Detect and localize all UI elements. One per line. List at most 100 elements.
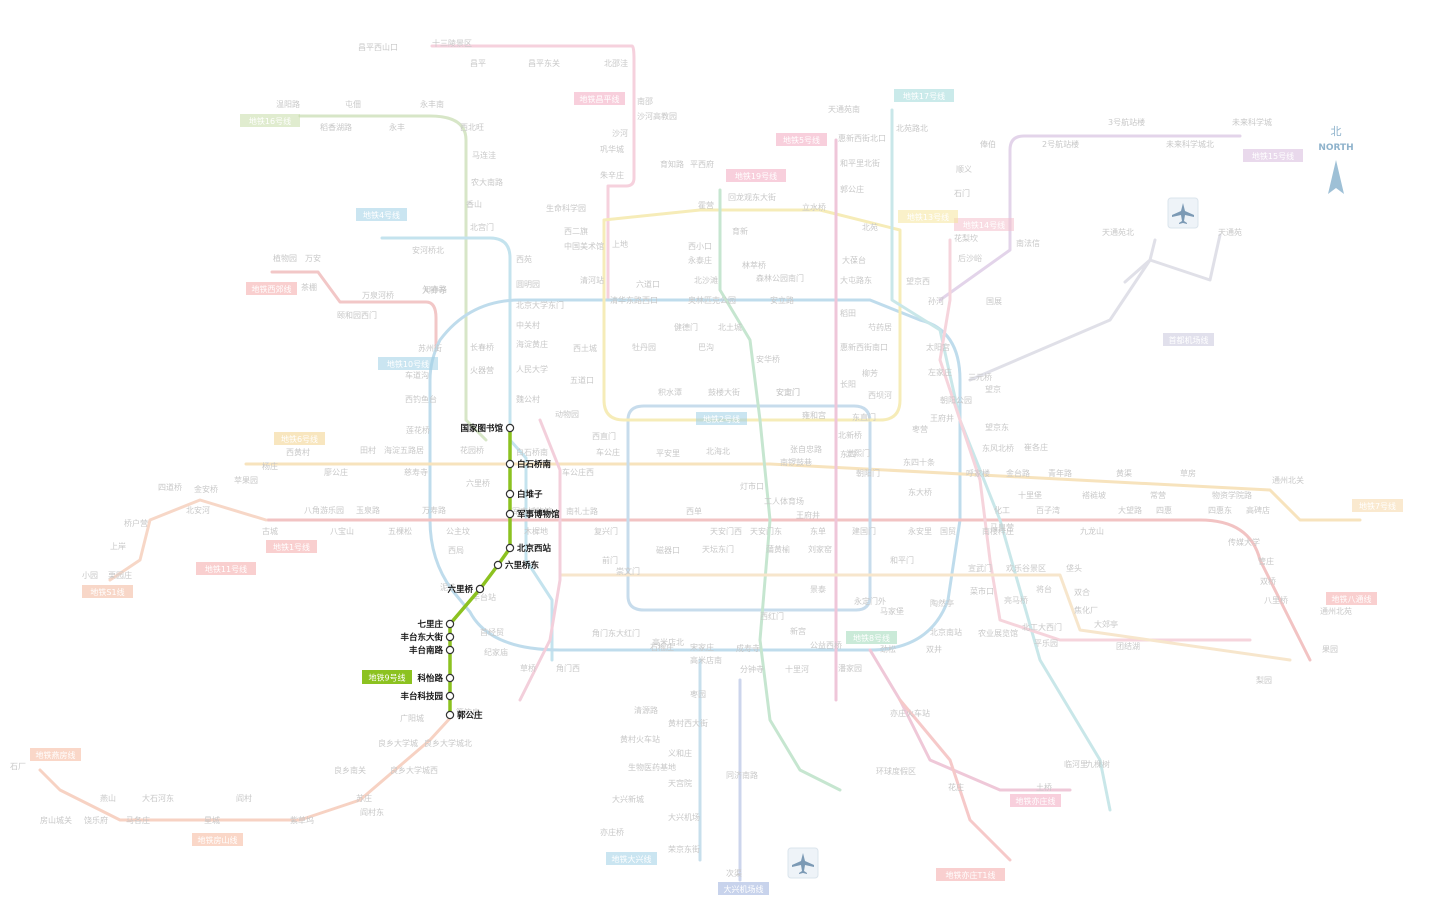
station-label[interactable]: 未来科学城 (1232, 117, 1272, 127)
station-label[interactable]: 常营 (1150, 490, 1166, 500)
station-label[interactable]: 海淀黄庄 (516, 339, 548, 349)
station-label[interactable]: 桥户营 (124, 518, 148, 528)
station-label[interactable]: 土桥 (1036, 782, 1052, 792)
station-label[interactable]: 望京西 (906, 276, 930, 286)
station-marker[interactable] (445, 632, 455, 642)
station-label[interactable]: 北沙滩 (694, 275, 718, 285)
station-label[interactable]: 大钟寺 (422, 285, 446, 295)
station-label[interactable]: 阎村东 (360, 807, 384, 817)
station-label[interactable]: 东四 (840, 449, 856, 459)
station-label[interactable]: 马泉营 (990, 522, 1014, 532)
station-label[interactable]: 草桥 (520, 663, 536, 673)
station-label[interactable]: 白石桥南 (516, 447, 548, 457)
station-label[interactable]: 海淀五路居 (384, 445, 424, 455)
station-label[interactable]: 角门东 (592, 628, 616, 638)
station-label[interactable]: 建国门 (852, 526, 876, 536)
station-label[interactable]: 未来科学城北 (1166, 139, 1214, 149)
station-label[interactable]: 南楼梓庄 (982, 526, 1014, 536)
station-label[interactable]: 十里堡 (1018, 490, 1042, 500)
station-label[interactable]: 新宫 (790, 626, 806, 636)
station-label[interactable]: 天通苑 (1218, 227, 1242, 237)
station-label[interactable]: 高碑店 (1246, 505, 1270, 515)
station-label[interactable]: 草房 (1180, 468, 1196, 478)
station-label[interactable]: 大红门 (616, 628, 640, 638)
station-label[interactable]: 花园桥 (460, 445, 484, 455)
station-label[interactable]: 四惠东 (1208, 505, 1232, 515)
station-label[interactable]: 磁器口 (656, 545, 680, 555)
station-label[interactable]: 积水潭 (658, 387, 682, 397)
station-label[interactable]: 花梨坎 (954, 233, 978, 243)
station-label[interactable]: 和平门 (890, 555, 914, 565)
station-label[interactable]: 育知路 (660, 159, 684, 169)
station-label[interactable]: 大石河东 (142, 793, 174, 803)
station-label[interactable]: 八里桥 (1264, 595, 1288, 605)
station-label[interactable]: 复兴门 (594, 526, 618, 536)
station-label[interactable]: 上地 (612, 239, 628, 249)
station-label[interactable]: 北京西站 (517, 543, 552, 554)
station-label[interactable]: 后沙峪 (958, 253, 982, 263)
station-marker[interactable] (505, 489, 515, 499)
station-label[interactable]: 清河站 (580, 275, 604, 285)
station-label[interactable]: 芍药居 (868, 322, 892, 332)
station-marker[interactable] (445, 645, 455, 655)
station-label[interactable]: 木樨地 (524, 526, 548, 536)
station-label[interactable]: 西局 (448, 546, 464, 555)
station-label[interactable]: 安立路 (770, 295, 794, 305)
station-label[interactable]: 亮马桥 (1004, 595, 1028, 605)
station-label[interactable]: 南锣鼓巷 (780, 457, 812, 467)
station-label[interactable]: 北土城 (718, 322, 742, 332)
station-label[interactable]: 巩华城 (600, 144, 624, 154)
station-label[interactable]: 丰台南路 (409, 645, 444, 656)
station-label[interactable]: 八角游乐园 (304, 505, 344, 515)
station-label[interactable]: 北新桥 (838, 430, 862, 440)
station-label[interactable]: 育新 (732, 226, 748, 236)
station-label[interactable]: 平乐园 (1034, 638, 1058, 648)
station-label[interactable]: 北苑 (862, 222, 878, 232)
station-label[interactable]: 昌平西山口 (358, 42, 398, 52)
station-label[interactable]: 望京东 (985, 422, 1009, 432)
station-label[interactable]: 永安里 (908, 526, 932, 536)
station-label[interactable]: 霍营 (698, 200, 714, 210)
station-label[interactable]: 田村 (360, 445, 376, 455)
station-label[interactable]: 昌平东关 (528, 58, 560, 68)
station-label[interactable]: 双井 (926, 644, 942, 654)
station-label[interactable]: 惠新西街南口 (840, 342, 888, 352)
station-label[interactable]: 广阳城 (400, 713, 424, 723)
station-label[interactable]: 天通苑南 (828, 104, 860, 114)
station-label[interactable]: 黄渠 (1116, 468, 1132, 478)
station-marker[interactable] (505, 543, 515, 553)
station-label[interactable]: 高米店北 (652, 637, 684, 647)
station-label[interactable]: 环球度假区 (876, 766, 916, 776)
station-label[interactable]: 陶然亭 (930, 598, 954, 608)
station-label[interactable]: 永定门外 (854, 596, 886, 606)
station-label[interactable]: 古城 (262, 526, 278, 536)
station-label[interactable]: 科怡路 (417, 673, 443, 684)
station-label[interactable]: 北安河 (186, 505, 210, 515)
station-label[interactable]: 昌平 (470, 59, 486, 68)
station-label[interactable]: 潘家园 (838, 663, 862, 673)
station-label[interactable]: 前门 (602, 555, 618, 565)
station-label[interactable]: 双合 (1074, 587, 1090, 597)
station-label[interactable]: 马连洼 (472, 150, 496, 160)
station-label[interactable]: 茶棚 (301, 282, 317, 292)
station-label[interactable]: 西红门 (760, 611, 784, 621)
station-label[interactable]: 临河里 (1064, 759, 1088, 769)
station-label[interactable]: 西坝河 (868, 390, 892, 400)
station-label[interactable]: 金台路 (1006, 468, 1030, 478)
station-label[interactable]: 永丰南 (420, 99, 444, 109)
station-label[interactable]: 六里桥东 (505, 560, 540, 571)
station-label[interactable]: 次渠 (726, 868, 742, 878)
station-label[interactable]: 2号航站楼 (1042, 139, 1079, 149)
station-label[interactable]: 慈寿寺 (404, 467, 428, 477)
station-label[interactable]: 大兴机场 (668, 812, 700, 822)
station-label[interactable]: 荣京东街 (668, 844, 700, 854)
station-label[interactable]: 上岸 (110, 542, 126, 551)
station-label[interactable]: 物资学院路 (1212, 490, 1252, 500)
station-label[interactable]: 同济南路 (726, 770, 758, 780)
station-label[interactable]: 工人体育场 (764, 496, 804, 506)
station-label[interactable]: 廖公庄 (324, 467, 348, 477)
station-label[interactable]: 永丰 (389, 122, 405, 132)
station-label[interactable]: 稻田 (840, 308, 856, 318)
station-label[interactable]: 稻香湖路 (320, 122, 352, 132)
station-label[interactable]: 崇文门 (616, 566, 640, 576)
